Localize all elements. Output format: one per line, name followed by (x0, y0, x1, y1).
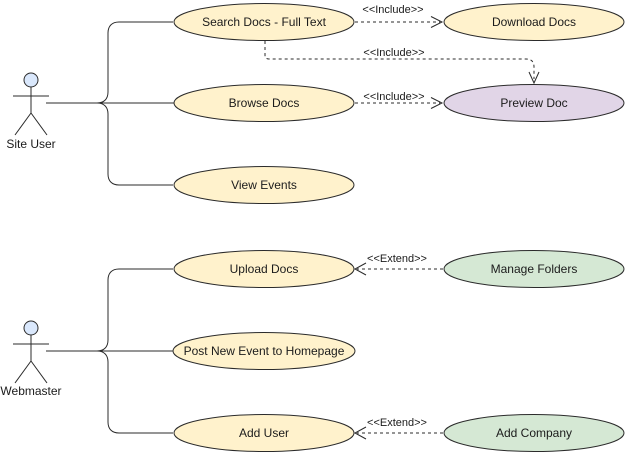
actor-label: Site User (6, 137, 55, 151)
include-stereotype-label: <<Include>> (363, 47, 424, 59)
actor-label: Webmaster (0, 384, 61, 398)
association-line (46, 268, 174, 434)
usecase-label: Add Company (496, 426, 572, 440)
usecase-post-new-event-to-homepage[interactable]: Post New Event to Homepage (172, 332, 356, 370)
association-line (46, 21, 174, 186)
usecase-label: Browse Docs (229, 96, 300, 110)
open-arrowhead-left (353, 262, 367, 276)
include-stereotype-label: <<Include>> (362, 4, 423, 16)
usecase-label: Post New Event to Homepage (184, 344, 345, 358)
association-tree-webmaster[interactable] (46, 268, 174, 434)
usecase-browse-docs[interactable]: Browse Docs (173, 84, 355, 122)
open-arrowhead-down (528, 71, 540, 85)
open-arrowhead-left (353, 426, 367, 440)
actor-head (23, 320, 39, 336)
usecase-label: View Events (231, 178, 297, 192)
usecase-ellipse (172, 332, 356, 370)
usecase-ellipse (443, 414, 625, 452)
usecase-ellipse (173, 250, 355, 288)
usecase-label: Preview Doc (500, 96, 567, 110)
usecase-upload-docs[interactable]: Upload Docs (173, 250, 355, 288)
actor-body (13, 87, 49, 136)
open-arrowhead-right (430, 97, 444, 109)
usecase-label: Upload Docs (230, 262, 299, 276)
include-stereotype-label: <<Include>> (363, 91, 424, 103)
usecase-ellipse (173, 3, 355, 41)
association-tree-site-user[interactable] (46, 21, 174, 186)
actor-webmaster[interactable]: Webmaster (0, 320, 62, 398)
usecase-add-company[interactable]: Add Company (443, 414, 625, 452)
usecase-ellipse (173, 84, 355, 122)
usecase-download-docs[interactable]: Download Docs (443, 3, 625, 41)
usecase-ellipse (443, 84, 625, 122)
extend-arrow-manage-folders-to-upload[interactable]: <<Extend>> (353, 253, 443, 276)
open-arrowhead-right (430, 16, 444, 28)
usecase-label: Manage Folders (491, 262, 578, 276)
usecase-label: Download Docs (492, 15, 576, 29)
usecase-label: Add User (239, 426, 289, 440)
usecase-add-user[interactable]: Add User (173, 414, 355, 452)
include-arrow-browse-to-preview[interactable]: <<Include>> (355, 91, 444, 109)
extend-stereotype-label: <<Extend>> (367, 253, 427, 265)
usecase-manage-folders[interactable]: Manage Folders (443, 250, 625, 288)
usecase-search-docs-full-text[interactable]: Search Docs - Full Text (173, 3, 355, 41)
usecase-preview-doc[interactable]: Preview Doc (443, 84, 625, 122)
usecase-ellipse (443, 250, 625, 288)
usecase-ellipse (173, 166, 355, 204)
extend-arrow-add-company-to-add-user[interactable]: <<Extend>> (353, 417, 443, 440)
include-arrow-search-to-download[interactable]: <<Include>> (355, 4, 444, 28)
usecase-label: Search Docs - Full Text (202, 15, 326, 29)
extend-stereotype-label: <<Extend>> (367, 417, 427, 429)
actor-site-user[interactable]: Site User (6, 72, 56, 151)
usecase-ellipse (443, 3, 625, 41)
usecase-view-events[interactable]: View Events (173, 166, 355, 204)
include-arrow-search-to-preview[interactable]: <<Include>> (264, 41, 540, 85)
actor-body (13, 335, 49, 384)
usecase-ellipse (173, 414, 355, 452)
actor-head (23, 72, 39, 88)
